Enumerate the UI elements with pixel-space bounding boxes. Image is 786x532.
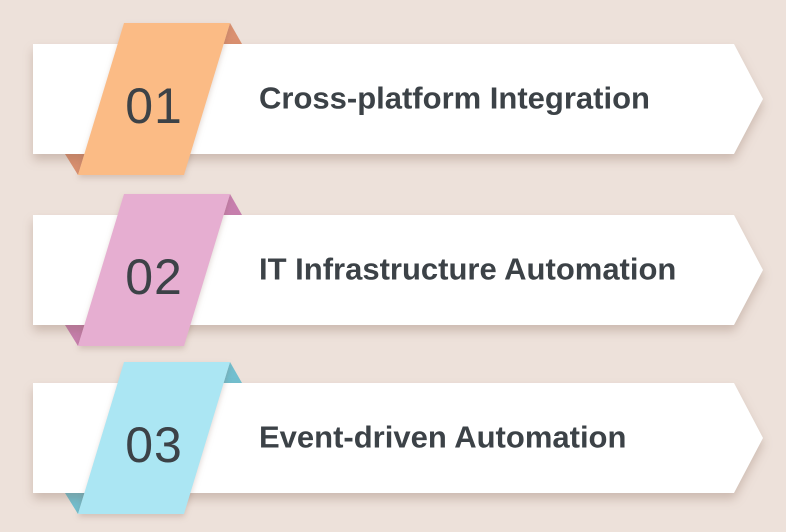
banner-step-1: 01 Cross-platform Integration: [0, 23, 786, 175]
step-number: 03: [125, 417, 183, 473]
banner-step-3: 03 Event-driven Automation: [0, 362, 786, 514]
step-number: 01: [125, 78, 183, 134]
ribbon-fold-top: [223, 194, 242, 215]
banner-step-3-graphic: [33, 362, 763, 514]
step-title: Cross-platform Integration: [259, 80, 650, 116]
arrow-bar: [33, 215, 763, 325]
arrow-bar: [33, 44, 763, 154]
number-badge-ribbon: [78, 23, 230, 175]
arrow-bar: [33, 383, 763, 493]
step-number: 02: [125, 249, 183, 305]
banner-step-1-graphic: [33, 23, 763, 175]
step-title: IT Infrastructure Automation: [259, 251, 677, 287]
number-badge-ribbon: [78, 194, 230, 346]
banner-step-2-graphic: [33, 194, 763, 346]
ribbon-fold-top: [223, 23, 242, 44]
number-badge-ribbon: [78, 362, 230, 514]
step-title: Event-driven Automation: [259, 419, 627, 455]
ribbon-fold-top: [223, 362, 242, 383]
banner-step-2: 02 IT Infrastructure Automation: [0, 194, 786, 346]
